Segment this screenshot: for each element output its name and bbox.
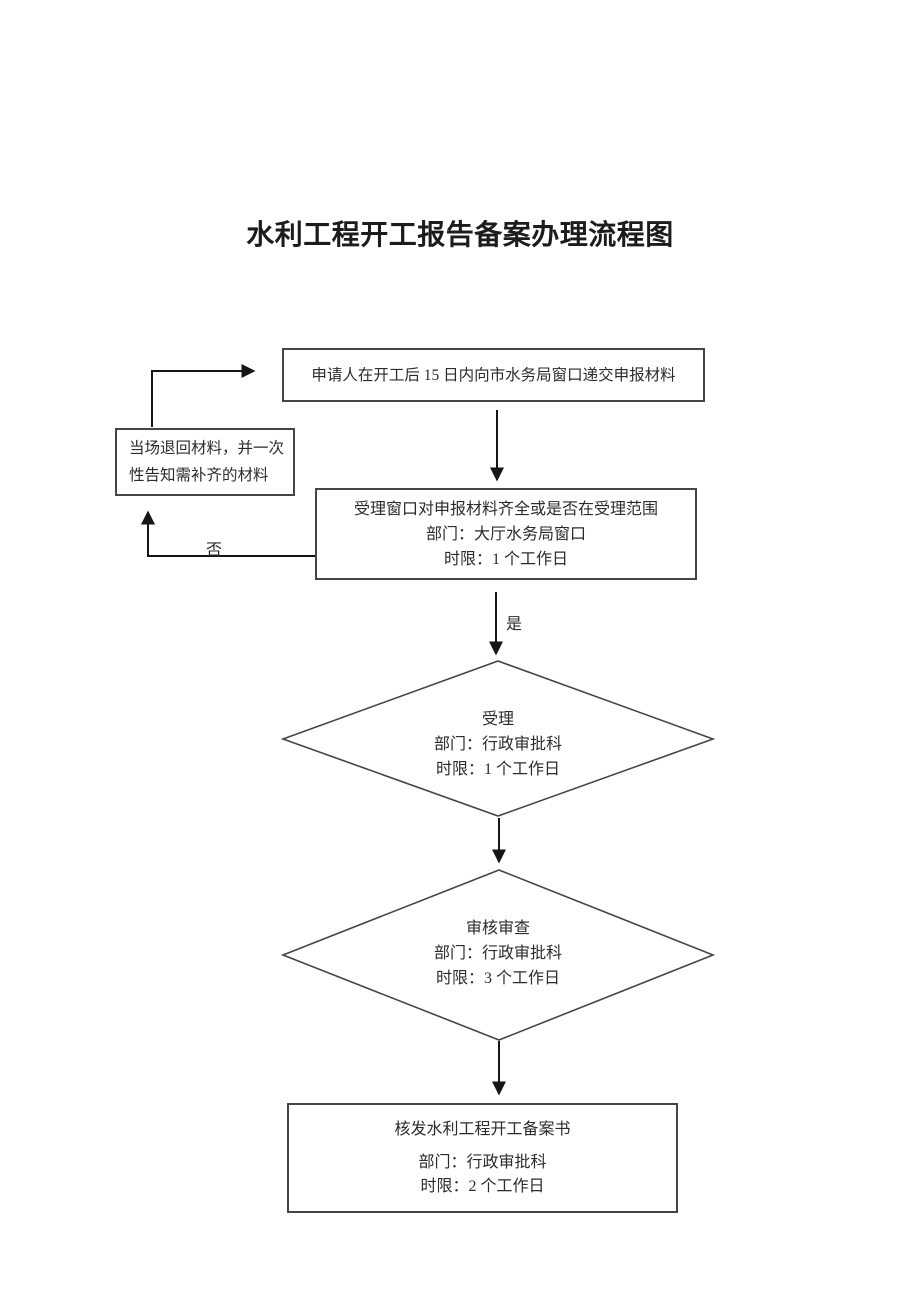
accept-diamond-line3: 时限：1 个工作日 xyxy=(435,761,560,778)
acceptance-check-line1: 受理窗口对申报材料齐全或是否在受理范围 xyxy=(353,500,658,518)
yes-branch-label: 是 xyxy=(506,616,523,633)
issue-certificate-line1: 核发水利工程开工备案书 xyxy=(394,1120,571,1138)
audit-diamond-line2: 部门：行政审批科 xyxy=(433,945,562,962)
acceptance-check-box: 受理窗口对申报材料齐全或是否在受理范围 部门：大厅水务局窗口 时限：1 个工作日 xyxy=(315,488,697,580)
audit-review-diamond: 审核审查 部门：行政审批科 时限：3 个工作日 xyxy=(283,916,713,991)
arrow-return-to-submit xyxy=(151,364,256,427)
issue-certificate-line2: 部门：行政审批科 xyxy=(418,1153,547,1171)
accept-diamond-line1: 受理 xyxy=(481,711,514,728)
acceptance-check-line2: 部门：大厅水务局窗口 xyxy=(425,525,586,543)
submit-materials-box: 申请人在开工后 15 日内向市水务局窗口递交申报材料 xyxy=(282,348,705,402)
issue-certificate-line3: 时限：2 个工作日 xyxy=(420,1177,545,1195)
audit-diamond-shape xyxy=(280,869,716,1041)
accept-diamond-shape xyxy=(280,660,716,817)
submit-materials-text: 申请人在开工后 15 日内向市水务局窗口递交申报材料 xyxy=(311,366,676,384)
return-materials-line1: 当场退回材料，并一次 xyxy=(129,440,285,457)
acceptance-check-line3: 时限：1 个工作日 xyxy=(443,550,568,568)
accept-diamond: 受理 部门：行政审批科 时限：1 个工作日 xyxy=(283,707,713,782)
audit-diamond-line1: 审核审查 xyxy=(465,920,530,937)
no-branch-label: 否 xyxy=(206,542,223,559)
accept-diamond-line2: 部门：行政审批科 xyxy=(433,736,562,753)
arrow-no-to-return-box xyxy=(141,510,315,557)
return-materials-line2: 性告知需补齐的材料 xyxy=(129,467,269,484)
return-materials-box: 当场退回材料，并一次 性告知需补齐的材料 xyxy=(115,428,295,496)
page-title: 水利工程开工报告备案办理流程图 xyxy=(246,218,674,251)
issue-certificate-box: 核发水利工程开工备案书 部门：行政审批科 时限：2 个工作日 xyxy=(287,1103,678,1213)
audit-diamond-line3: 时限：3 个工作日 xyxy=(435,970,560,987)
